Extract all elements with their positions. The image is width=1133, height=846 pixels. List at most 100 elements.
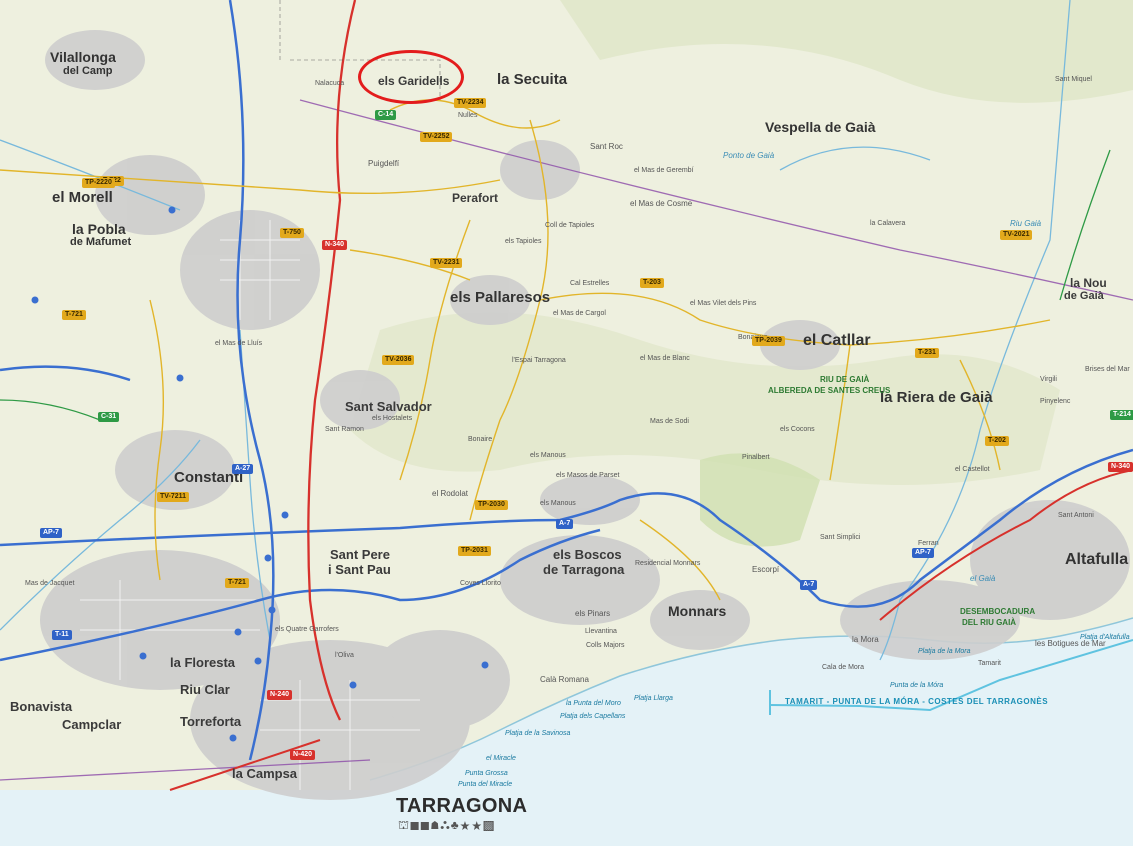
- road-shield: TV-2036: [382, 355, 415, 365]
- road-shield: T-721: [62, 310, 86, 320]
- town-label: Altafulla: [1065, 551, 1129, 568]
- place-label: Escorpí: [752, 565, 780, 574]
- road-shield: TV-2252: [420, 132, 453, 142]
- town-label: la Pobla: [72, 221, 126, 237]
- place-label: Bonaire: [468, 436, 493, 443]
- place-label: Sant Roc: [590, 142, 623, 151]
- place-label: el Mas de Gerembí: [634, 167, 694, 174]
- road-shield: TV-2234: [454, 98, 487, 108]
- road-shield: N-240: [267, 690, 293, 700]
- town-label: els Boscos: [553, 547, 622, 562]
- place-label: la Calavera: [870, 220, 906, 227]
- beach-label: Platja de la Savinosa: [505, 730, 571, 737]
- place-label: la Mora: [852, 635, 879, 644]
- place-label: Sant Miquel: [1055, 76, 1092, 83]
- highlight-marker-circle: [358, 50, 464, 104]
- road-shield: TV-7211: [157, 492, 190, 502]
- place-label: Mas de Jacquet: [25, 580, 75, 587]
- town-label: de Mafumet: [70, 236, 132, 248]
- place-label: el Mas Vilet dels Pins: [690, 300, 757, 307]
- town-label: la Floresta: [170, 655, 236, 670]
- place-label: Pinalbert: [742, 454, 770, 461]
- town-label: Constantí: [174, 469, 244, 486]
- beach-label: Platja d'Altafulla: [1080, 634, 1130, 641]
- town-label: de Tarragona: [543, 562, 625, 577]
- town-label: la Nou: [1070, 276, 1107, 290]
- town-label: Bonavista: [10, 699, 73, 714]
- road-shield: TP-2220: [82, 178, 115, 188]
- road-shield: A-27: [232, 464, 254, 474]
- road-shield: T-11: [52, 630, 72, 640]
- road-shield: T-231: [915, 348, 939, 358]
- town-label: Campclar: [62, 717, 122, 732]
- place-label: Colls Majors: [586, 642, 625, 649]
- city-label-tarragona: TARRAGONA: [396, 795, 528, 817]
- town-label: i Sant Pau: [328, 562, 391, 577]
- coastal-zone-label: TAMARIT - PUNTA DE LA MÓRA - COSTES DEL …: [785, 697, 1049, 706]
- town-label: Sant Salvador: [345, 399, 432, 414]
- beach-label: Punta Grossa: [465, 770, 508, 777]
- town-label: Sant Pere: [330, 547, 390, 562]
- town-label: els Pallaresos: [450, 289, 551, 306]
- protected-area-label: DESEMBOCADURA: [960, 607, 1036, 616]
- place-label: Mas de Sodi: [650, 418, 689, 425]
- town-label: el Catllar: [803, 332, 871, 349]
- place-label: Virgili: [1040, 376, 1057, 383]
- road-shield: A-7: [556, 519, 574, 529]
- city-poi-icons: ⛫◼◼☗⛬♣★★▩: [398, 818, 496, 832]
- town-label: Vilallonga: [50, 49, 116, 65]
- road-shield: C-14: [375, 110, 397, 120]
- place-label: els Masos de Parset: [556, 472, 620, 479]
- town-label-marked: els Garidells: [378, 74, 450, 88]
- town-label: Perafort: [452, 191, 499, 205]
- road-shield: T-203: [640, 278, 664, 288]
- place-label: Brises del Mar: [1085, 366, 1130, 373]
- road-shield: AP-7: [40, 528, 62, 538]
- place-label: els Manous: [540, 500, 576, 507]
- place-label: Coll de Tapioles: [545, 222, 595, 229]
- road-shield: N-340: [322, 240, 348, 250]
- place-label: Cala de Mora: [822, 664, 865, 671]
- place-label: Residencial Monnars: [635, 560, 701, 567]
- road-shield: T-214: [1110, 410, 1133, 420]
- place-label: Puigdelfí: [368, 159, 400, 168]
- place-label: l'Oliva: [335, 652, 354, 659]
- place-label: l'Espai Tarragona: [512, 357, 566, 364]
- place-label: Calà Romana: [540, 675, 589, 684]
- beach-label: Punta del Miracle: [458, 781, 513, 788]
- beach-label: Punta de la Móra: [890, 682, 944, 689]
- place-label: els Quatre Garrofers: [275, 626, 339, 633]
- town-label: del Camp: [63, 65, 113, 77]
- town-label: la Secuita: [497, 71, 568, 88]
- place-label: Pinyelenc: [1040, 398, 1071, 405]
- place-label: Tamarit: [978, 660, 1001, 667]
- road-shield: N-340: [1108, 462, 1133, 472]
- beach-label: la Punta del Moro: [566, 700, 621, 707]
- place-label: el Mas de Cargol: [553, 310, 606, 317]
- road-shield: T-750: [280, 228, 304, 238]
- town-label: de Gaià: [1064, 290, 1104, 302]
- place-label: els Tapioles: [505, 238, 542, 245]
- road-shield: TP-2039: [752, 336, 785, 346]
- place-label: Nulles: [458, 112, 478, 119]
- road-shield: T-721: [225, 578, 249, 588]
- town-label: Monnars: [668, 603, 727, 619]
- town-label: Torreforta: [180, 714, 242, 729]
- road-shield: TP-2030: [475, 500, 508, 510]
- place-label: els Cocons: [780, 426, 815, 433]
- beach-label: Platja de la Mora: [918, 648, 971, 655]
- place-label: el Rodolat: [432, 489, 469, 498]
- beach-label: el Miracle: [486, 755, 516, 762]
- town-label: la Campsa: [232, 766, 298, 781]
- road-shield: AP-7: [912, 548, 934, 558]
- place-label: Ferran: [918, 540, 939, 547]
- river-label: el Gaià: [970, 574, 996, 583]
- place-label: el Mas de Cosme: [630, 199, 693, 208]
- place-label: Nalacuca: [315, 80, 345, 87]
- place-label: els Hostalets: [372, 415, 413, 422]
- place-label: els Manous: [530, 452, 566, 459]
- place-label: Coves Llorito: [460, 580, 501, 587]
- river-label: Ponto de Gaià: [723, 151, 775, 160]
